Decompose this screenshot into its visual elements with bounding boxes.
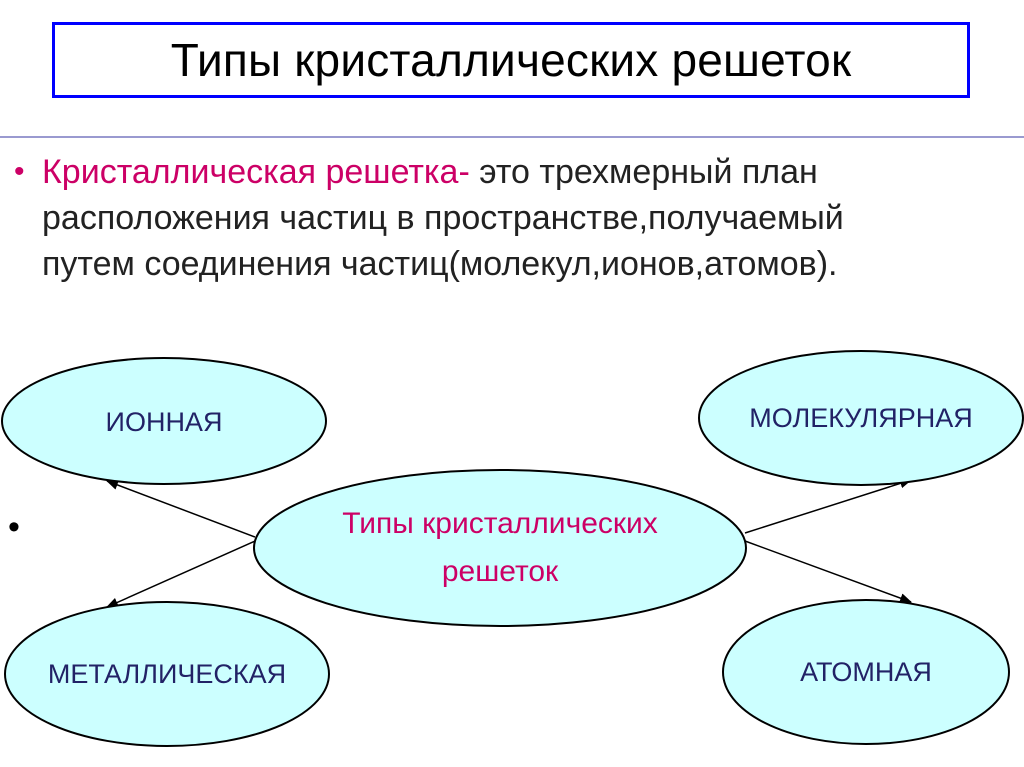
node-atomic-label: АТОМНАЯ (800, 657, 932, 687)
definition-line-3: путем соединения частиц(молекул,ионов,ат… (42, 245, 838, 283)
title-divider (0, 136, 1024, 138)
definition-text: Кристаллическая решетка- это трехмерный … (42, 149, 1012, 287)
node-ionic: ИОННАЯ (1, 357, 327, 485)
node-atomic: АТОМНАЯ (722, 599, 1010, 745)
title-box: Типы кристаллических решеток (52, 22, 970, 98)
empty-bullet: • (8, 508, 20, 546)
definition-bullet: • (14, 155, 25, 188)
center-label-line-1: Типы кристаллических (342, 507, 658, 540)
arrow-to-atomic (744, 540, 912, 603)
arrow-to-ionic (106, 480, 256, 538)
node-center: Типы кристаллических решеток (253, 469, 747, 627)
node-metallic: МЕТАЛЛИЧЕСКАЯ (4, 601, 330, 747)
definition-line-2: расположения частиц в пространстве,получ… (42, 199, 844, 237)
arrow-to-molecular (744, 478, 912, 534)
center-label-line-2: решеток (442, 555, 559, 588)
slide-title: Типы кристаллических решеток (170, 34, 852, 86)
node-molecular: МОЛЕКУЛЯРНАЯ (698, 350, 1024, 486)
node-metallic-label: МЕТАЛЛИЧЕСКАЯ (48, 659, 286, 689)
node-ionic-label: ИОННАЯ (106, 407, 223, 437)
definition-term: Кристаллическая решетка- (42, 153, 470, 191)
node-molecular-label: МОЛЕКУЛЯРНАЯ (749, 403, 972, 433)
definition-line-1-rest: это трехмерный план (469, 153, 818, 191)
arrow-to-metallic (106, 540, 256, 608)
definition-line-1: Кристаллическая решетка- это трехмерный … (42, 149, 1012, 195)
